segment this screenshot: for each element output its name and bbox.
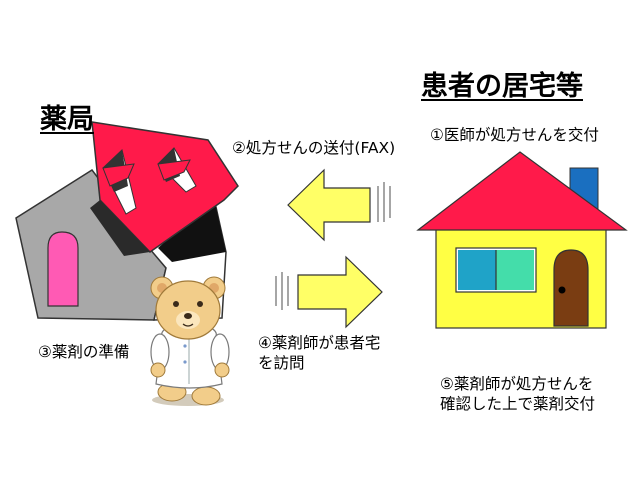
pharmacy-title: 薬局 — [40, 104, 94, 135]
patient-home-icon — [416, 151, 628, 329]
step4-line2: を訪問 — [258, 354, 305, 372]
step4-label: ④薬剤師が患者宅 を訪問 — [258, 333, 380, 373]
step5-line1: ⑤薬剤師が処方せんを — [440, 375, 594, 393]
arrow-left-icon — [287, 168, 391, 242]
bear-pharmacist-icon — [150, 276, 230, 406]
arrow-right-icon — [275, 255, 383, 329]
step5-label: ⑤薬剤師が処方せんを 確認した上で薬剤交付 — [440, 374, 595, 414]
step5-line2: 確認した上で薬剤交付 — [440, 395, 596, 413]
step3-label: ③薬剤の準備 — [38, 343, 130, 361]
step1-label: ①医師が処方せんを交付 — [430, 126, 599, 144]
step2-label: ②処方せんの送付(FAX) — [232, 139, 396, 157]
home-title: 患者の居宅等 — [421, 71, 583, 102]
step4-line1: ④薬剤師が患者宅 — [258, 334, 381, 352]
pharmacy-house-icon — [15, 121, 239, 321]
